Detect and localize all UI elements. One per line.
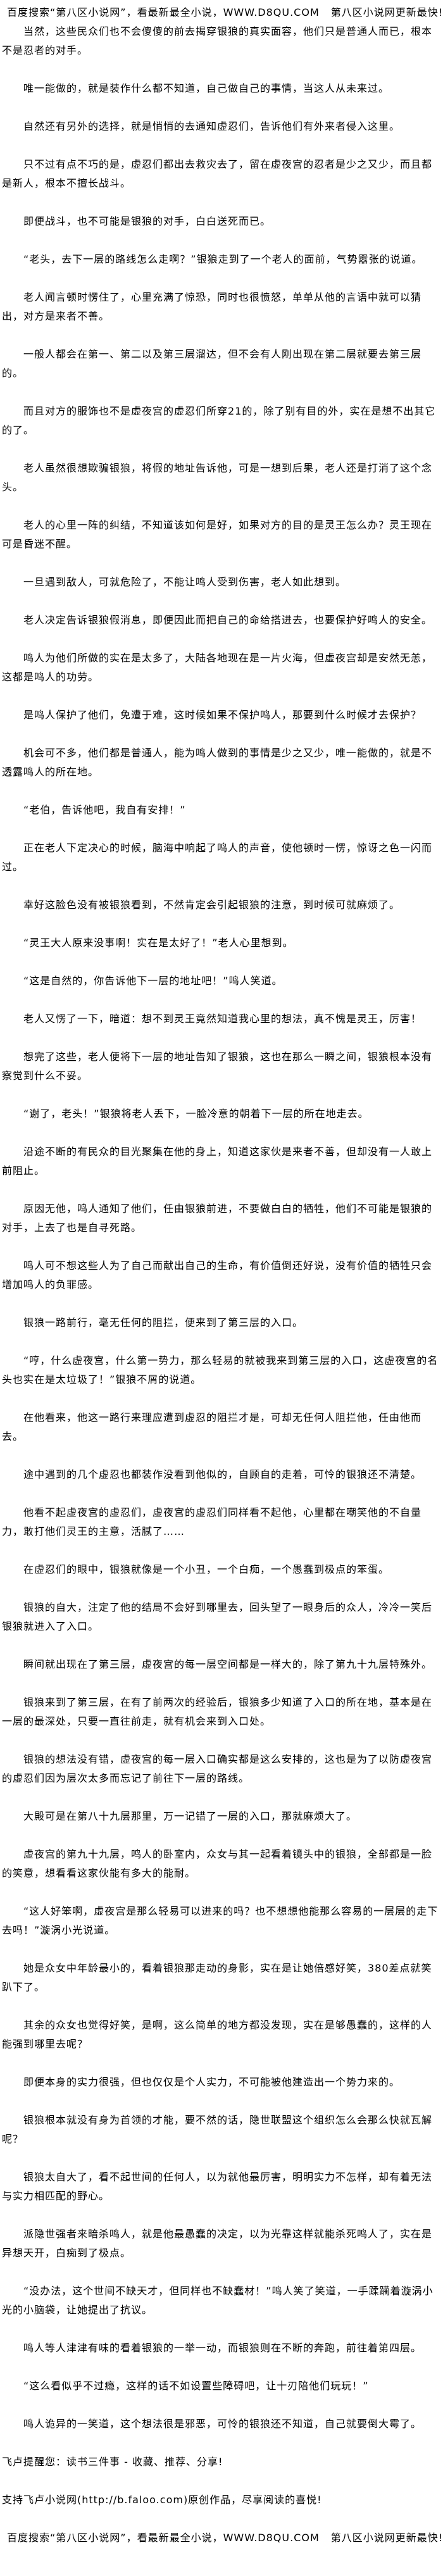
footer-ad-slogan: 第八区小说网更新最快! <box>330 2532 443 2544</box>
header-ad: 百度搜索“第八区小说网”，看最新最全小说，WWW.D8QU.COM 第八区小说网更… <box>7 3 442 22</box>
paragraph: 虚夜宫的第九十九层，鸣人的卧室内，众女与其一起看着镜头中的银狼，全部都是一脸的笑… <box>2 1848 433 1879</box>
header-ad-slogan: 第八区小说网更新最快! <box>330 6 443 18</box>
paragraph: 老人闻言顿时愣住了，心里充满了惊恐，同时也很愤怒，单单从他的言语中就可以猜出，对… <box>2 291 422 322</box>
paragraph: 大殿可是在第八十九层那里，万一记错了一层的入口，那就麻烦大了。 <box>23 1810 358 1822</box>
paragraph: 在虚忍们的眼中，银狼就像是一个小丑，一个白痴，一个愚蠢到极点的笨蛋。 <box>23 1563 390 1575</box>
paragraph: 鸣人等人津津有味的看着银狼的一举一动，而银狼则在不断的奔跑，前往着第四层。 <box>23 2342 422 2354</box>
paragraph: 在他看来，他这一路行来理应遭到虚忍的阻拦才是，可却无任何人阻拦他，任由他而去。 <box>2 1411 422 1442</box>
paragraph: 自然还有另外的选择，就是悄悄的去通知虚忍们，告诉他们有外来者侵入这里。 <box>23 120 401 132</box>
paragraph: “哼，什么虚夜宫，什么第一势力，那么轻易的就被我来到第三层的入口，这虚夜宫的名头… <box>2 1354 439 1385</box>
header-ad-text: 百度搜索“第八区小说网”，看最新最全小说，WWW.D8QU.COM <box>7 6 320 18</box>
paragraph: “这人好笨啊，虚夜宫是那么轻易可以进来的吗？也不想想他能那么容易的一层层的走下去… <box>2 1905 439 1936</box>
paragraph: “灵王大人原来没事啊！实在是太好了！”老人心里想到。 <box>23 937 294 949</box>
paragraph: 老人的心里一阵的纠结，不知道该如何是好，如果对方的目的是灵王怎么办？灵王现在可是… <box>2 519 433 550</box>
paragraph: 是鸣人保护了他们，免遭于难，这时候如果不保护鸣人，那要到什么时候才去保护？ <box>23 709 422 721</box>
paragraph: 瞬间就出现在了第三层，虚夜宫的每一层空间都是一样大的，除了第九十九层特殊外。 <box>23 1658 433 1670</box>
paragraph: 一般人都会在第一、第二以及第三层溜达，但不会有人刚出现在第二层就要去第三层的。 <box>2 348 422 379</box>
footer-ad: 百度搜索“第八区小说网”，看最新最全小说，WWW.D8QU.COM 第八区小说网更… <box>7 2529 442 2548</box>
paragraph: 老人虽然很想欺骗银狼，将假的地址告诉他，可是一想到后果，老人还是打消了这个念头。 <box>2 462 433 493</box>
paragraph: 原因无他，鸣人通知了他们，任由银狼前进，不要做白白的牺牲，他们不可能是银狼的对手… <box>2 1203 433 1234</box>
paragraph: 银狼的想法没有错，虚夜宫的每一层入口确实都是这么安排的，这也是为了以防虚夜宫的虚… <box>2 1753 433 1784</box>
paragraph: “谢了，老头！”银狼将老人丢下，一脸冷意的朝着下一层的所在地走去。 <box>23 1108 369 1120</box>
paragraph: 鸣人为他们所做的实在是太多了，大陆各地现在是一片火海，但虚夜宫却是安然无恙，这都… <box>2 652 433 683</box>
paragraph: 想完了这些，老人便将下一层的地址告知了银狼，这也在那么一瞬之间，银狼根本没有察觉… <box>2 1051 433 1082</box>
footer-support-link[interactable]: 支持飞卢小说网(http://b.faloo.com)原创作品，尽享阅读的喜悦! <box>2 2494 322 2506</box>
paragraph: “老头，去下一层的路线怎么走啊？”银狼走到了一个老人的面前，气势嚣张的说道。 <box>23 253 423 265</box>
paragraph: 沿途不断的有民众的目光聚集在他的身上，知道这家伙是来者不善，但却没有一人敢上前阻… <box>2 1146 433 1177</box>
paragraph: 即便本身的实力很强，但也仅仅是个人实力，不可能被他建造出一个势力来的。 <box>23 2076 401 2088</box>
paragraph: 她是众女中年龄最小的，看着银狼那走动的身影，实在是让她倍感好笑，380差点就笑趴… <box>2 1962 432 1993</box>
paragraph: 银狼太自大了，看不起世间的任何人，以为就他最厉害，明明实力不怎样，却有着无法与实… <box>2 2171 433 2202</box>
paragraph: “这么看似乎不过瘾，这样的话不如设置些障碍吧，让十刃陪他们玩玩！” <box>23 2380 369 2392</box>
paragraph: “这是自然的，你告诉他下一层的地址吧！”鸣人笑道。 <box>23 975 283 987</box>
paragraph: 即便战斗，也不可能是银狼的对手，白白送死而已。 <box>23 215 271 227</box>
paragraph: 当然，这些民众们也不会傻傻的前去揭穿银狼的真实面容，他们只是普通人而已，根本不是… <box>2 25 433 56</box>
paragraph: “没办法，这个世间不缺天才，但同样也不缺蠢材！”鸣人笑了笑道，一手蹂躏着漩涡小光… <box>2 2285 434 2316</box>
paragraph: 正在老人下定决心的时候，脑海中响起了鸣人的声音，使他顿时一愣，惊讶之色一闪而过。 <box>2 842 433 873</box>
footer-reminder: 飞卢提醒您：读书三件事 - 收藏、推荐、分享! <box>2 2456 223 2468</box>
footer: 飞卢提醒您：读书三件事 - 收藏、推荐、分享! 支持飞卢小说网(http://b… <box>2 2453 442 2548</box>
paragraph: 银狼的自大，注定了他的结局不会好到哪里去，回头望了一眼身后的众人，冷冷一笑后银狼… <box>2 1601 433 1632</box>
paragraph: 他看不起虚夜宫的虚忍们，虚夜宫的虚忍们同样看不起他，心里都在嘲笑他的不自量力，敢… <box>2 1506 422 1537</box>
paragraph: 机会可不多，他们都是普通人，能为鸣人做到的事情是少之又少，唯一能做的，就是不透露… <box>2 747 433 778</box>
paragraph: 老人又愣了一下，暗道：想不到灵王竟然知道我心里的想法，真不愧是灵王，厉害！ <box>23 1013 422 1025</box>
paragraph: 其余的众女也觉得好笑，是啊，这么简单的地方都没发现，实在是够愚蠢的，这样的人能强… <box>2 2019 433 2050</box>
paragraph: 途中遇到的几个虚忍也都装作没看到他似的，自顾自的走着，可怜的银狼还不清楚。 <box>23 1468 422 1480</box>
paragraph: 银狼根本就没有身为首领的才能，要不然的话，隐世联盟这个组织怎么会那么快就瓦解呢？ <box>2 2114 433 2145</box>
paragraph: 银狼来到了第三层，在有了前两次的经验后，银狼多少知道了入口的所在地，基本是在一层… <box>2 1696 433 1727</box>
paragraph: 鸣人诡异的一笑道，这个想法很是邪恶，可怜的银狼还不知道，自己就要倒大霉了。 <box>23 2418 422 2430</box>
chapter-body: 当然，这些民众们也不会傻傻的前去揭穿银狼的真实面容，他们只是普通人而已，根本不是… <box>2 22 439 2434</box>
paragraph: 一旦遇到敌人，可就危险了，不能让鸣人受到伤害，老人如此想到。 <box>23 576 347 588</box>
footer-ad-text: 百度搜索“第八区小说网”，看最新最全小说，WWW.D8QU.COM <box>7 2532 320 2544</box>
paragraph: 银狼一路前行，毫无任何的阻拦，便来到了第三层的入口。 <box>23 1316 304 1329</box>
paragraph: “老伯，告诉他吧，我自有安排！” <box>23 804 186 816</box>
paragraph: 老人决定告诉银狼假消息，即便因此而把自己的命给搭进去，也要保护好鸣人的安全。 <box>23 614 433 626</box>
paragraph: 鸣人可不想这些人为了自己而献出自己的生命，有价值倒还好说，没有价值的牺牲只会增加… <box>2 1260 433 1291</box>
paragraph: 幸好这脸色没有被银狼看到，不然肯定会引起银狼的注意，到时候可就麻烦了。 <box>23 899 401 911</box>
paragraph: 只不过有点不巧的是，虚忍们都出去救灾去了，留在虚夜宫的忍者是少之又少，而且都是新… <box>2 158 433 189</box>
paragraph: 唯一能做的，就是装作什么都不知道，自己做自己的事情，当这人从未来过。 <box>23 82 390 94</box>
paragraph: 派隐世强者来暗杀鸣人，就是他最愚蠢的决定，以为光靠这样就能杀死鸣人了，实在是异想… <box>2 2228 433 2259</box>
paragraph: 而且对方的服饰也不是虚夜宫的虚忍们所穿21的，除了别有目的外，实在是想不出其它的… <box>2 405 436 436</box>
